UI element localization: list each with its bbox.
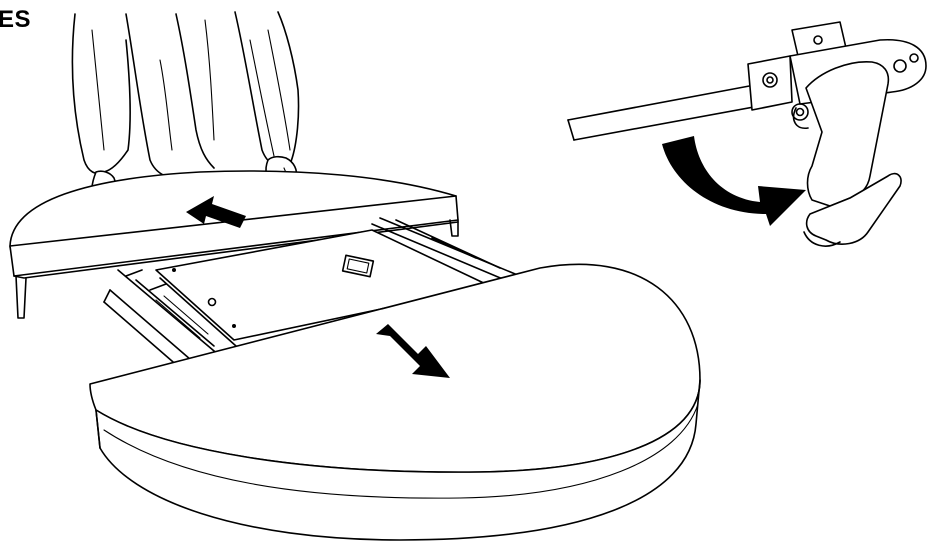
front-table-leaf	[90, 264, 700, 540]
latch-detail	[568, 22, 926, 246]
corner-label: ES	[0, 8, 31, 32]
rotate-arrow-icon	[662, 136, 806, 226]
